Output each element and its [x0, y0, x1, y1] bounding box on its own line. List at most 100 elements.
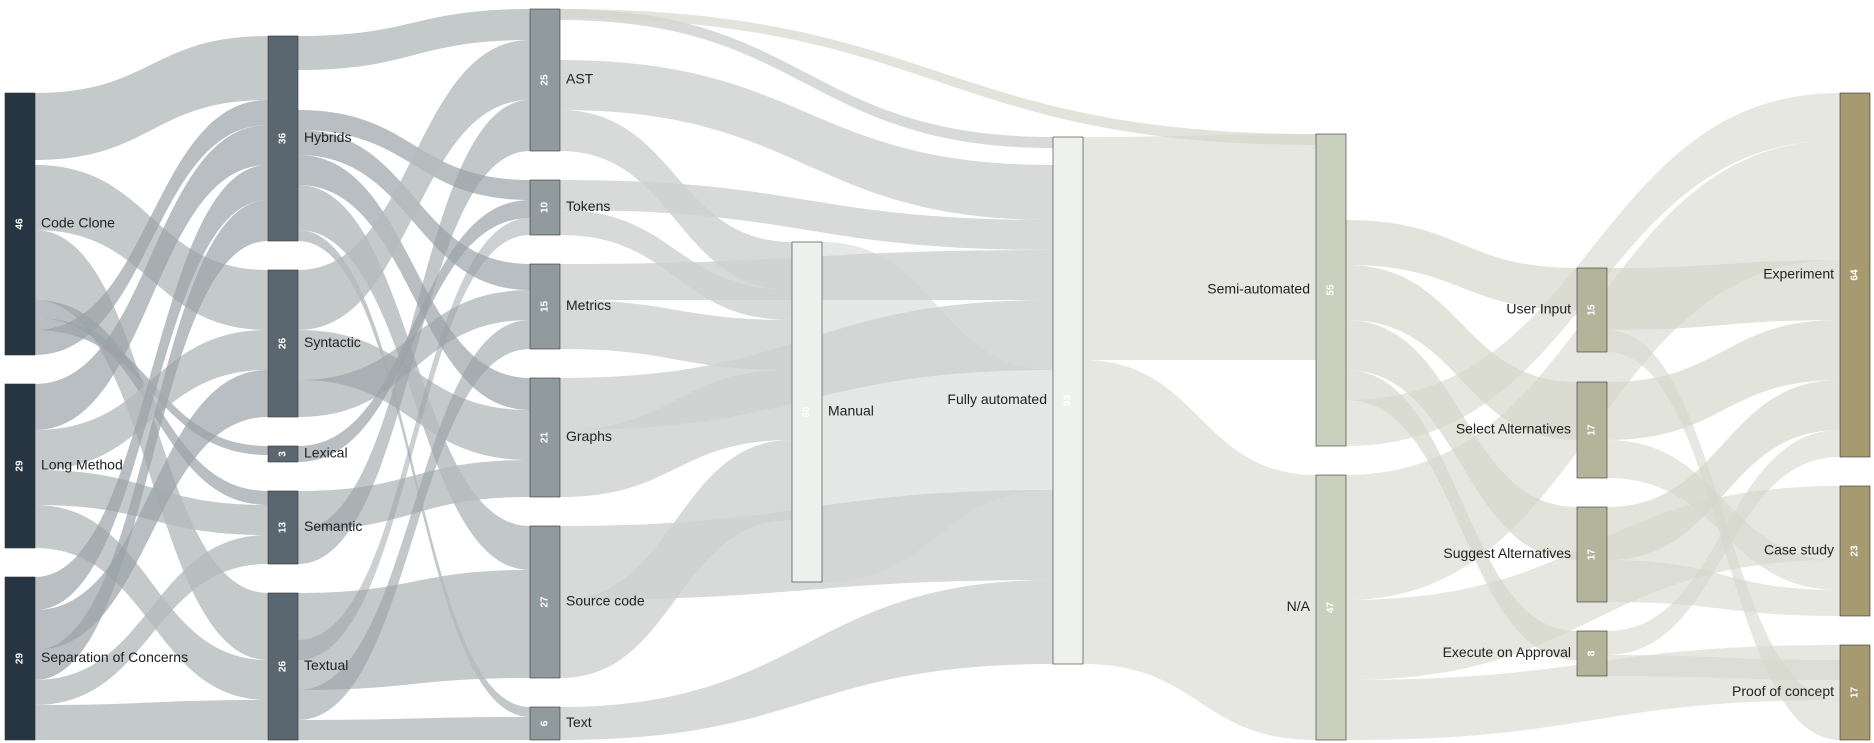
node-bar-execute-on-approval[interactable]: [1576, 630, 1608, 677]
link-select-alternatives-to-experiment[interactable]: [1607, 320, 1840, 440]
link-suggest-alternatives-to-case-study[interactable]: [1607, 560, 1840, 616]
node-bar-semi-automated[interactable]: [1315, 133, 1347, 447]
node-bar-metrics[interactable]: [529, 263, 561, 350]
node-label-textual: Textual: [304, 657, 348, 673]
node-bar-na[interactable]: [1315, 474, 1347, 741]
node-bar-graphs[interactable]: [529, 377, 561, 498]
node-bar-hybrids[interactable]: [267, 35, 299, 242]
link-text-to-fully-automated[interactable]: [560, 580, 1053, 740]
link-suggest-alternatives-to-experiment[interactable]: [1607, 380, 1840, 560]
link-metrics-to-manual[interactable]: [560, 300, 792, 370]
link-user-input-to-experiment[interactable]: [1607, 260, 1840, 330]
link-long-method-to-hybrids[interactable]: [35, 125, 268, 430]
sankey-links: [35, 9, 1840, 740]
node-label-suggest-alternatives: Suggest Alternatives: [1443, 545, 1571, 561]
node-bar-separation-of-concerns[interactable]: [4, 576, 36, 741]
node-bar-lexical[interactable]: [267, 445, 299, 463]
node-value-text: 6: [540, 720, 551, 726]
link-syntactic-to-ast[interactable]: [298, 40, 530, 330]
link-graphs-to-manual[interactable]: [560, 370, 792, 497]
node-bar-ast[interactable]: [529, 8, 561, 152]
node-value-long-method: 29: [15, 460, 26, 472]
node-bar-suggest-alternatives[interactable]: [1576, 506, 1608, 603]
node-bar-tokens[interactable]: [529, 179, 561, 236]
link-separation-of-concerns-to-hybrids[interactable]: [35, 165, 268, 610]
link-ast-to-semi-automated[interactable]: [560, 9, 1316, 145]
link-fully-automated-to-semi-automated[interactable]: [1083, 134, 1316, 360]
link-ast-to-fully-automated[interactable]: [560, 60, 1053, 220]
link-execute-on-approval-to-experiment[interactable]: [1607, 430, 1840, 655]
link-hybrids-to-text[interactable]: [298, 230, 530, 717]
node-bar-case-study[interactable]: [1839, 485, 1871, 617]
link-source-code-to-manual[interactable]: [560, 440, 792, 678]
link-semi-automated-to-user-input[interactable]: [1346, 220, 1577, 310]
node-label-lexical: Lexical: [304, 445, 348, 461]
node-bar-long-method[interactable]: [4, 383, 36, 549]
node-bar-code-clone[interactable]: [4, 92, 36, 356]
node-label-na: N/A: [1287, 598, 1311, 614]
link-select-alternatives-to-case-study[interactable]: [1607, 440, 1840, 590]
link-manual-to-fully-automated[interactable]: [822, 242, 1053, 582]
link-na-to-experiment[interactable]: [1346, 140, 1840, 600]
link-textual-to-tokens[interactable]: [298, 218, 530, 660]
link-ast-to-fully-automated[interactable]: [560, 9, 1053, 148]
link-separation-of-concerns-to-textual[interactable]: [35, 700, 268, 740]
node-label-select-alternatives: Select Alternatives: [1456, 421, 1571, 437]
node-bar-select-alternatives[interactable]: [1576, 381, 1608, 479]
node-value-experiment: 64: [1850, 269, 1861, 281]
node-bar-semantic[interactable]: [267, 490, 299, 565]
node-bar-proof-of-concept[interactable]: [1839, 644, 1871, 741]
link-separation-of-concerns-to-semantic[interactable]: [35, 535, 268, 705]
node-bar-text[interactable]: [529, 706, 561, 741]
link-textual-to-text[interactable]: [298, 717, 530, 740]
link-hybrids-to-graphs[interactable]: [298, 155, 530, 410]
node-bar-manual[interactable]: [791, 241, 823, 583]
link-code-clone-to-syntactic[interactable]: [35, 165, 268, 330]
node-bar-experiment[interactable]: [1839, 92, 1871, 458]
node-bar-syntactic[interactable]: [267, 269, 299, 418]
node-bar-user-input[interactable]: [1576, 267, 1608, 353]
node-label-code-clone: Code Clone: [41, 215, 115, 231]
link-fully-automated-to-na[interactable]: [1083, 360, 1316, 740]
link-tokens-to-fully-automated[interactable]: [560, 180, 1053, 250]
link-code-clone-to-hybrids[interactable]: [35, 100, 268, 355]
link-syntactic-to-graphs[interactable]: [298, 330, 530, 460]
link-code-clone-to-hybrids[interactable]: [35, 36, 268, 160]
node-na[interactable]: 47N/A: [1287, 474, 1347, 741]
node-label-semantic: Semantic: [304, 518, 362, 534]
link-execute-on-approval-to-proof-of-concept[interactable]: [1607, 655, 1840, 680]
link-textual-to-metrics[interactable]: [298, 320, 530, 720]
link-semantic-to-ast[interactable]: [298, 100, 530, 564]
link-semi-automated-to-select-alternatives[interactable]: [1346, 265, 1577, 440]
link-separation-of-concerns-to-syntactic[interactable]: [35, 370, 268, 650]
link-separation-of-concerns-to-hybrids[interactable]: [35, 200, 268, 680]
node-bar-fully-automated[interactable]: [1052, 136, 1084, 665]
link-hybrids-to-ast[interactable]: [298, 9, 530, 70]
node-bar-source-code[interactable]: [529, 525, 561, 679]
node-bar-textual[interactable]: [267, 592, 299, 741]
